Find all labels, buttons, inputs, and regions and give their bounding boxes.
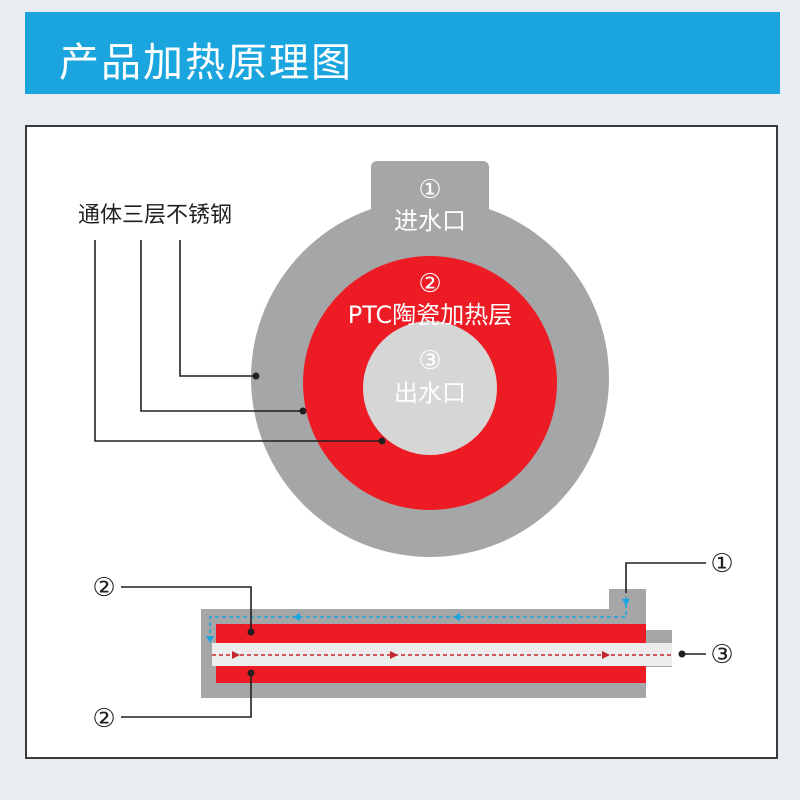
inflow-path bbox=[209, 597, 627, 640]
tube-heating-top bbox=[216, 624, 646, 643]
header-banner: 产品加热原理图 bbox=[25, 12, 780, 94]
material-label: 通体三层不锈钢 bbox=[78, 203, 232, 228]
outlet-number: ③ bbox=[418, 346, 441, 376]
longitudinal-section: ② ② ① ③ bbox=[92, 549, 733, 734]
tube-label-bottom-left: ② bbox=[92, 704, 115, 734]
tube-core-channel bbox=[212, 643, 672, 666]
cross-section: ① 进水口 ② PTC陶瓷加热层 ③ 出水口 通体三层不锈钢 bbox=[78, 161, 609, 557]
inlet-number: ① bbox=[418, 175, 441, 205]
heating-layer-label: PTC陶瓷加热层 bbox=[348, 301, 512, 329]
tube-heating-bottom bbox=[216, 666, 646, 683]
outlet-core bbox=[363, 321, 497, 455]
inlet-label: 进水口 bbox=[394, 207, 466, 235]
heating-layer-number: ② bbox=[418, 269, 441, 299]
outlet-label: 出水口 bbox=[394, 379, 466, 407]
callout-leaders bbox=[94, 240, 382, 442]
tube-label-top-left: ② bbox=[92, 573, 115, 603]
tube-label-inlet: ① bbox=[710, 549, 733, 579]
tube-leaders bbox=[121, 562, 706, 718]
page-title: 产品加热原理图 bbox=[59, 40, 353, 86]
tube-label-outlet: ③ bbox=[710, 640, 733, 670]
